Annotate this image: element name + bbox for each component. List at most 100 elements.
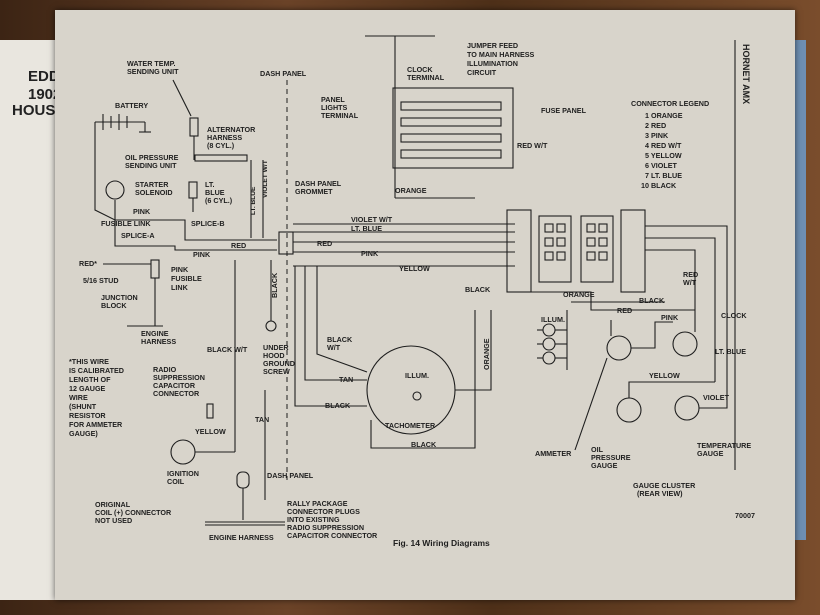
- lt-blue-6cyl-label-2: BLUE: [205, 188, 225, 197]
- stud-label: 5/16 STUD: [83, 276, 119, 285]
- tachometer-illum-bulb: [412, 391, 422, 401]
- black-wt2-label-1: BLACK: [327, 335, 353, 344]
- footnote-line-7: RESISTOR: [69, 411, 106, 420]
- pink-fusible-label-3: LINK: [171, 283, 189, 292]
- alternator-label-3: (8 CYL.): [207, 141, 235, 150]
- left-wiring: [94, 182, 277, 265]
- engine-harness-top-label-1: ENGINE: [141, 329, 169, 338]
- ammeter-label: AMMETER: [535, 449, 572, 458]
- legend-item-7: 7 LT. BLUE: [645, 171, 682, 180]
- radio-cap-label-3: CAPACITOR: [153, 381, 196, 390]
- fuse-red-wt-label: RED W/T: [517, 141, 548, 150]
- lt-blue-r-label: LT. BLUE: [715, 347, 746, 356]
- oil-gauge-label-2: PRESSURE: [591, 453, 631, 462]
- under-hood-label-2: HOOD: [263, 351, 285, 360]
- legend-item-1: 1 ORANGE: [645, 111, 683, 120]
- wiring-diagram: HORNET AMX 4 DASH PANEL DASH PANEL JUMPE…: [69, 35, 755, 548]
- red-label: RED: [317, 239, 332, 248]
- starter-label-1: STARTER: [135, 180, 169, 189]
- figure-number: 70007: [735, 511, 755, 520]
- tach-wiring: [294, 266, 492, 449]
- original-coil-label-3: NOT USED: [95, 516, 132, 525]
- tach-illum-label: ILLUM.: [405, 371, 429, 380]
- pink-fusible-label-2: FUSIBLE: [171, 274, 202, 283]
- pink-a-label: PINK: [193, 250, 211, 259]
- radio-cap-label-2: SUPPRESSION: [153, 373, 205, 382]
- pink-fusible-label-1: PINK: [171, 265, 189, 274]
- legend-item-5: 5 YELLOW: [645, 151, 682, 160]
- splice-a-label: SPLICE-A: [121, 231, 155, 240]
- fusible-link-label: FUSIBLE LINK: [101, 219, 151, 228]
- junction-block-label-2: BLOCK: [101, 301, 127, 310]
- fuse-panel-label: FUSE PANEL: [541, 106, 587, 115]
- illum-cluster-label: ILLUM.: [541, 315, 565, 324]
- red-star-label: RED*: [79, 259, 97, 268]
- radio-cap-label-4: CONNECTOR: [153, 389, 200, 398]
- fuse-panel: [365, 35, 514, 199]
- alternator-label-2: HARNESS: [207, 133, 242, 142]
- footnote-line-4: 12 GAUGE: [69, 384, 106, 393]
- clock-terminal-label-1: CLOCK: [407, 65, 433, 74]
- temp-gauge-label-1: TEMPERATURE: [697, 441, 751, 450]
- clock-label: CLOCK: [721, 311, 747, 320]
- legend-item-6: 6 VIOLET: [645, 161, 678, 170]
- under-hood-label-1: UNDER: [263, 343, 289, 352]
- junction-block-label-1: JUNCTION: [101, 293, 138, 302]
- illum-bulbs: [537, 310, 568, 370]
- ground-screw-symbol: [265, 320, 277, 332]
- original-coil-label-1: ORIGINAL: [95, 500, 131, 509]
- violet-wt-label: VIOLET W/T: [351, 215, 393, 224]
- pink-label: PINK: [361, 249, 379, 258]
- engine-harness-bottom-symbol: [205, 471, 285, 526]
- engine-harness-top-label-2: HARNESS: [141, 337, 176, 346]
- background-text-1: EDD: [28, 68, 60, 85]
- orange-mid-label: ORANGE: [482, 338, 491, 370]
- yellow-label: YELLOW: [399, 264, 430, 273]
- panel-lights-label-3: TERMINAL: [321, 111, 359, 120]
- oil-pressure-sender: [188, 181, 198, 212]
- pink-r-label: PINK: [661, 313, 679, 322]
- black-label: BLACK: [465, 285, 491, 294]
- background-text-2: 1902: [28, 86, 62, 103]
- radio-cap-label-1: RADIO: [153, 365, 177, 374]
- manual-page: HORNET AMX 4 DASH PANEL DASH PANEL JUMPE…: [55, 10, 795, 600]
- oil-pressure-unit-label-1: OIL PRESSURE: [125, 153, 179, 162]
- oil-pressure-unit-label-2: SENDING UNIT: [125, 161, 177, 170]
- lt-blue-vertical-label: LT. BLUE: [250, 186, 257, 215]
- black3-label: BLACK: [411, 440, 437, 449]
- rally-label-1: RALLY PACKAGE: [287, 499, 348, 508]
- gauge-cluster-label-1: GAUGE CLUSTER: [633, 481, 696, 490]
- engine-harness-bottom-label: ENGINE HARNESS: [209, 533, 274, 542]
- ignition-coil-label-2: COIL: [167, 477, 185, 486]
- jumper-feed-label-4: CIRCUIT: [467, 68, 497, 77]
- legend-item-3: 3 PINK: [645, 131, 669, 140]
- water-temp-sender: [172, 79, 199, 160]
- footnote-line-9: GAUGE): [69, 429, 98, 438]
- footnote-line-6: (SHUNT: [69, 402, 97, 411]
- rally-label-5: CAPACITOR CONNECTOR: [287, 531, 378, 540]
- starter-solenoid-symbol: [105, 180, 125, 200]
- rally-label-2: CONNECTOR PLUGS: [287, 507, 360, 516]
- grommet-label-1: DASH PANEL: [295, 179, 342, 188]
- dash-panel-grommet: [278, 231, 294, 255]
- footnote-line-8: FOR AMMETER: [69, 420, 123, 429]
- legend-item-10: 10 BLACK: [641, 181, 677, 190]
- dash-panel-top-label: DASH PANEL: [260, 69, 307, 78]
- splice-b-label: SPLICE-B: [191, 219, 225, 228]
- radio-capacitor-symbol: [206, 403, 214, 419]
- yellow-r-label: YELLOW: [649, 371, 680, 380]
- original-coil-label-2: COIL (+) CONNECTOR: [95, 508, 172, 517]
- lt-blue-label: LT. BLUE: [351, 224, 382, 233]
- red-a-label: RED: [231, 241, 246, 250]
- tan2-label: TAN: [255, 415, 269, 424]
- jumper-feed-label-3: ILLUMINATION: [467, 59, 518, 68]
- panel-lights-label-2: LIGHTS: [321, 103, 348, 112]
- footnote-line-3: LENGTH OF: [69, 375, 111, 384]
- alternator-label-1: ALTERNATOR: [207, 125, 256, 134]
- legend-item-4: 4 RED W/T: [645, 141, 682, 150]
- jumper-feed-label-1: JUMPER FEED: [467, 41, 518, 50]
- orange-h-label: ORANGE: [563, 290, 595, 299]
- dash-panel-bottom-label: DASH PANEL: [267, 471, 314, 480]
- water-temp-label-1: WATER TEMP.: [127, 59, 175, 68]
- violet-wt-vertical-label: VIOLET W/T: [262, 160, 269, 198]
